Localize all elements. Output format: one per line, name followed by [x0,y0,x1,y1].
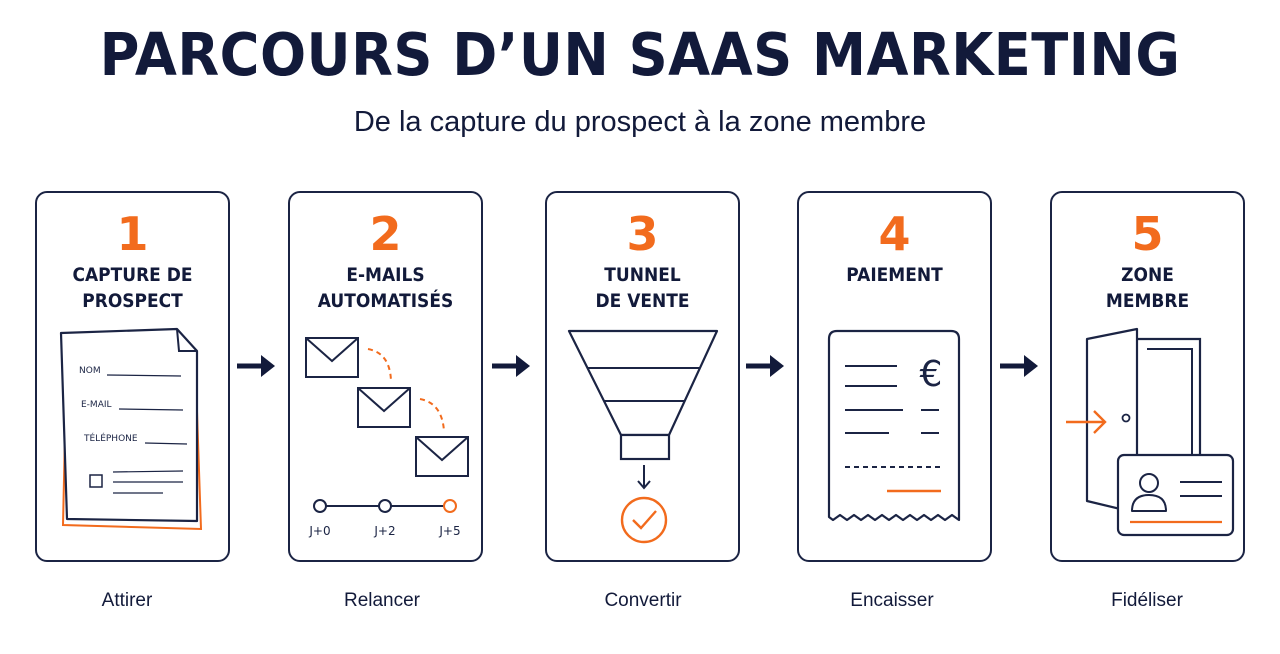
timeline-label: J+5 [438,524,460,538]
step-title-line: PAIEMENT [846,265,943,286]
step-card-4: 4 PAIEMENT € [797,191,992,562]
form-field-label: E-MAIL [81,400,112,410]
step-title: E-MAILS AUTOMATISÉS [298,263,474,315]
step-title-line: TUNNEL [604,265,681,286]
step-caption: Convertir [604,590,682,611]
currency-symbol: € [920,354,943,395]
arrow-right-icon [746,355,784,377]
arrow-right-icon [237,355,275,377]
step-number: 4 [878,207,911,261]
step-title: PAIEMENT [807,263,983,289]
receipt-icon: € [827,329,961,522]
step-title-line: MEMBRE [1105,291,1190,312]
step-title-line: DE VENTE [595,291,690,312]
step-caption: Relancer [343,590,421,611]
step-caption: Attirer [101,590,153,611]
timeline-label: J+0 [308,524,330,538]
step-number: 1 [116,207,149,261]
step-title-line: ZONE [1121,265,1174,286]
arrow-right-icon [492,355,530,377]
step-card-5: 5 ZONE MEMBRE [1050,191,1245,562]
funnel-icon [567,329,719,544]
step-number: 5 [1131,207,1164,261]
arrow-right-icon [1000,355,1038,377]
form-field-label: NOM [79,366,101,376]
step-caption: Encaisser [850,590,934,611]
email-sequence-icon: J+0 J+2 J+5 [305,337,469,538]
step-title-line: CAPTURE DE [72,265,193,286]
step-card-1: 1 CAPTURE DE PROSPECT NOM E-MAIL TÉLÉPHO… [35,191,230,562]
form-field-label: TÉLÉPHONE [83,432,138,444]
step-title-line: PROSPECT [82,291,183,312]
member-door-icon [1066,327,1235,537]
step-title: ZONE MEMBRE [1060,263,1236,315]
page-subtitle: De la capture du prospect à la zone memb… [353,106,927,138]
form-icon: NOM E-MAIL TÉLÉPHONE [59,327,203,531]
step-title-line: AUTOMATISÉS [317,291,454,312]
timeline-label: J+2 [373,524,395,538]
step-title-line: E-MAILS [346,265,425,286]
step-number: 2 [369,207,402,261]
step-caption: Fidéliser [1111,590,1183,611]
step-title: CAPTURE DE PROSPECT [45,263,221,315]
step-card-3: 3 TUNNEL DE VENTE [545,191,740,562]
step-title: TUNNEL DE VENTE [555,263,731,315]
step-number: 3 [626,207,659,261]
page-title: PARCOURS D’UN SAAS MARKETING [99,20,1181,89]
step-card-2: 2 E-MAILS AUTOMATISÉS J+0 J+2 J+5 [288,191,483,562]
